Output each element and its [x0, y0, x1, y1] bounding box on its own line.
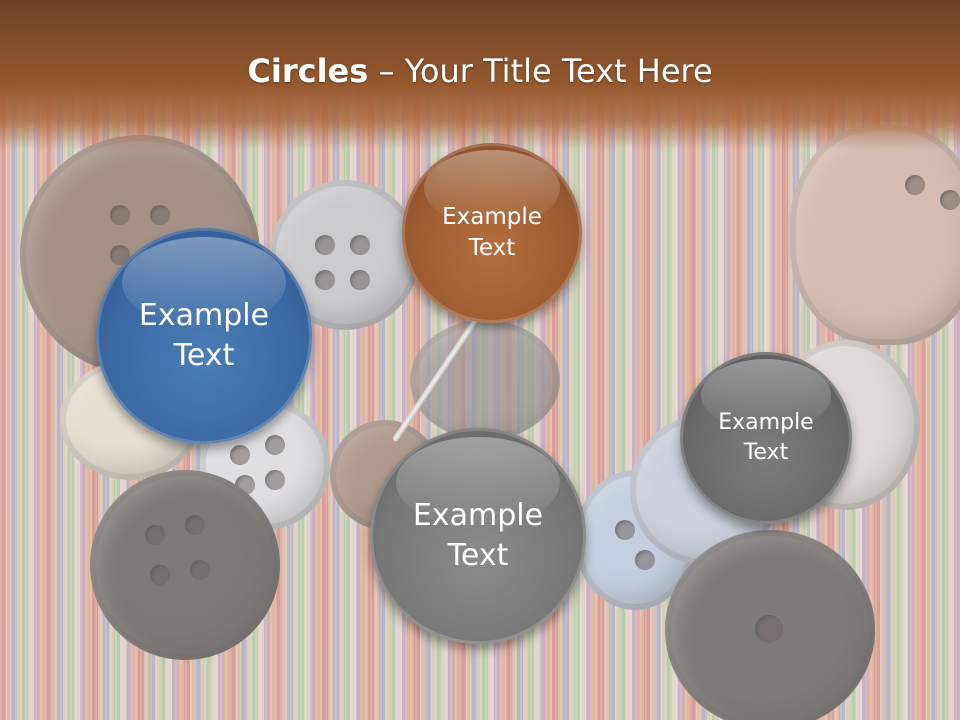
circle-label: Example Text [138, 297, 270, 374]
circle-label: Example Text [442, 203, 542, 261]
sewing-button [90, 470, 280, 660]
title-bar [0, 0, 960, 150]
circle-blue[interactable]: Example Text [96, 228, 312, 444]
title-bold: Circles [247, 52, 369, 90]
circle-label: Example Text [718, 410, 814, 465]
circle-gray-small[interactable]: Example Text [680, 352, 852, 524]
title-rest: – Your Title Text Here [368, 52, 713, 90]
circle-label: Example Text [412, 497, 544, 574]
sewing-button [790, 125, 960, 345]
circle-brown[interactable]: Example Text [402, 143, 582, 323]
circle-gray-large[interactable]: Example Text [370, 428, 586, 644]
sewing-button [665, 530, 875, 720]
slide-title[interactable]: Circles – Your Title Text Here [0, 52, 960, 90]
